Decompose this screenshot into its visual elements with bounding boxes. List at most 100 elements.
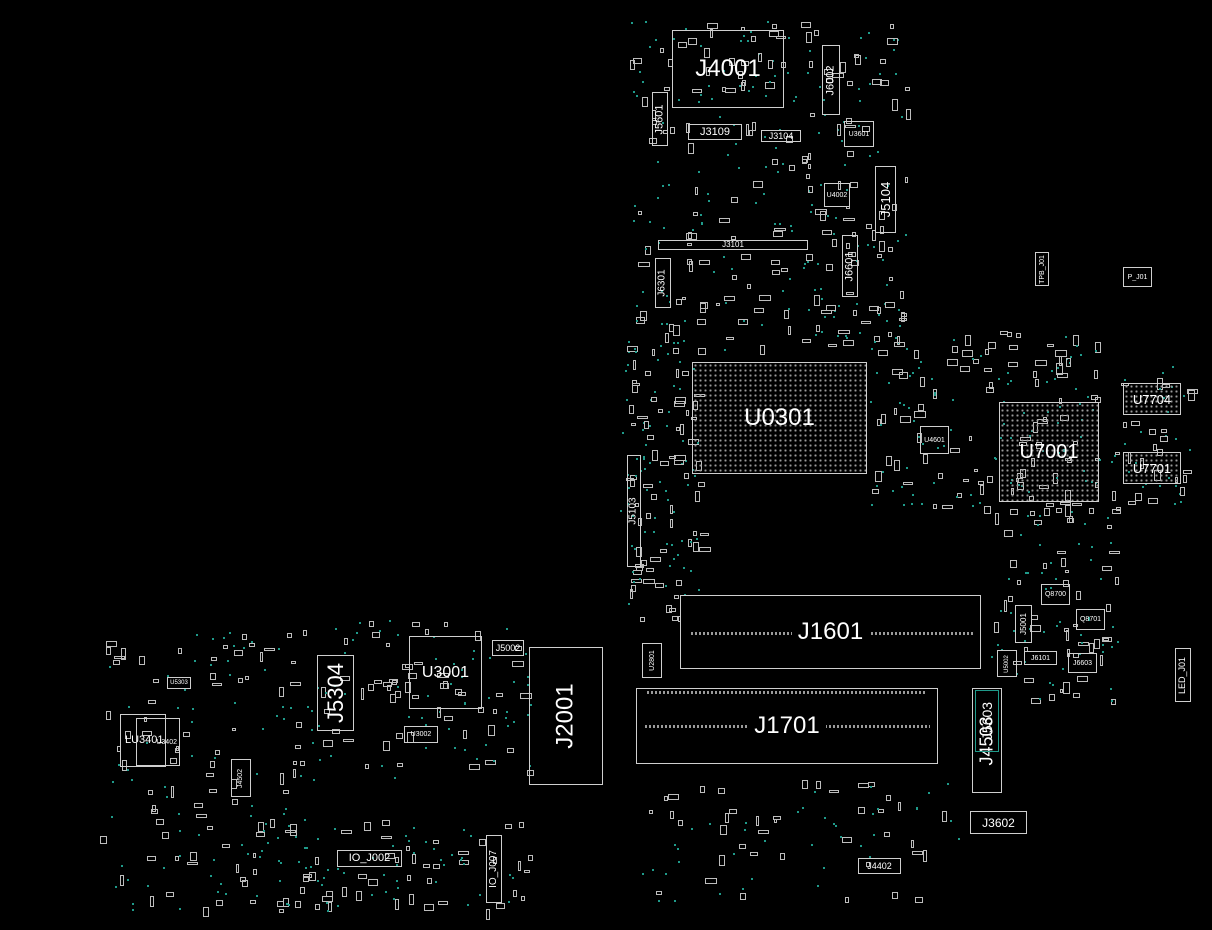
passive-pad — [644, 371, 651, 376]
component-J4402[interactable]: J4402 — [858, 858, 901, 874]
passive-pad — [423, 904, 435, 912]
passive-pad — [969, 436, 973, 441]
via — [461, 856, 464, 859]
passive-pad — [1067, 518, 1074, 523]
via — [906, 467, 909, 470]
via — [343, 693, 346, 696]
component-J3109[interactable]: J3109 — [688, 124, 742, 140]
component-U3001[interactable]: U3001 — [409, 636, 482, 709]
passive-pad — [888, 247, 894, 253]
component-J1601[interactable]: J1601 — [680, 595, 981, 669]
via — [819, 288, 822, 291]
component-U3002[interactable]: U3002 — [404, 726, 438, 743]
component-label: LED_J01 — [1177, 656, 1188, 694]
passive-pad — [718, 218, 731, 224]
component-J3101[interactable]: J3101 — [658, 240, 808, 250]
component-J5603[interactable]: J5603 — [975, 690, 999, 752]
component-J4502[interactable]: J4502 — [231, 759, 251, 797]
passive-pad — [838, 329, 851, 334]
component-TPB_J01[interactable]: TPB_J01 — [1035, 252, 1049, 286]
component-LED_J01[interactable]: LED_J01 — [1175, 648, 1191, 702]
component-LU3401[interactable]: LU3401 — [120, 714, 166, 767]
passive-pad — [221, 844, 230, 848]
passive-pad — [397, 762, 404, 768]
component-Q8700[interactable]: Q8700 — [1041, 584, 1070, 605]
via — [478, 894, 481, 897]
component-P_J01[interactable]: P_J01 — [1123, 267, 1152, 287]
component-J4001[interactable]: J4001 — [672, 30, 784, 108]
via — [325, 692, 328, 695]
via — [219, 882, 222, 885]
via — [881, 258, 884, 261]
passive-pad — [900, 312, 907, 317]
passive-pad — [917, 403, 925, 411]
component-U5303[interactable]: U5303 — [167, 677, 191, 689]
via — [649, 399, 652, 402]
component-U3402[interactable]: U3402 — [136, 718, 180, 766]
via — [644, 20, 647, 23]
component-J6603[interactable]: J6603 — [1068, 653, 1097, 673]
component-J6301[interactable]: J6301 — [655, 258, 671, 308]
via — [742, 319, 745, 322]
component-J5601[interactable]: J5601 — [652, 92, 668, 146]
component-U3601[interactable]: U3601 — [844, 121, 874, 147]
passive-pad — [880, 80, 889, 86]
passive-pad — [846, 150, 855, 157]
passive-pad — [211, 682, 222, 687]
via — [288, 904, 291, 907]
passive-pad — [893, 460, 901, 471]
component-J6601[interactable]: J6601 — [842, 235, 858, 297]
via — [707, 192, 710, 195]
passive-pad — [699, 302, 706, 314]
component-J4503[interactable]: J4503 — [972, 688, 1002, 793]
component-J6101[interactable]: J6101 — [1024, 651, 1057, 665]
component-IO_J007[interactable]: IO_J007 — [486, 835, 502, 903]
component-J5002[interactable]: J5002 — [492, 640, 524, 656]
component-J6002[interactable]: J6002 — [822, 45, 840, 115]
passive-pad — [1035, 360, 1047, 367]
passive-pad — [279, 686, 284, 697]
via — [233, 645, 236, 648]
component-J2001[interactable]: J2001 — [529, 647, 603, 785]
component-U2801[interactable]: U2801 — [642, 643, 662, 678]
passive-pad — [426, 878, 432, 885]
via — [451, 853, 454, 856]
via — [905, 348, 908, 351]
via — [1009, 611, 1012, 614]
via — [1098, 459, 1101, 462]
component-U4601[interactable]: U4601 — [920, 426, 949, 454]
component-J5104[interactable]: J5104 — [875, 166, 896, 233]
passive-pad — [956, 492, 963, 499]
component-U7001[interactable]: U7001 — [999, 402, 1099, 502]
via — [633, 548, 636, 551]
component-J5304[interactable]: J5304 — [317, 655, 354, 731]
component-U0301[interactable]: U0301 — [692, 362, 867, 474]
component-Q8701[interactable]: Q8701 — [1076, 609, 1105, 630]
component-J3602[interactable]: J3602 — [970, 811, 1027, 834]
component-U7701[interactable]: U7701 — [1123, 452, 1181, 484]
passive-pad — [899, 372, 908, 379]
component-J1701[interactable]: J1701 — [636, 688, 938, 764]
component-U4002[interactable]: U4002 — [824, 183, 850, 207]
passive-pad — [806, 174, 810, 179]
via — [1117, 640, 1120, 643]
component-J5001[interactable]: J5001 — [1015, 605, 1032, 643]
passive-pad — [994, 622, 999, 633]
component-J3104[interactable]: J3104 — [761, 130, 801, 142]
via — [1158, 485, 1161, 488]
component-IO_J002[interactable]: IO_J002 — [337, 850, 402, 867]
component-U5002[interactable]: U5002 — [997, 650, 1017, 677]
passive-pad — [877, 418, 882, 426]
via — [816, 885, 819, 888]
via — [147, 884, 150, 887]
passive-pad — [964, 335, 971, 346]
passive-pad — [182, 731, 191, 738]
component-J5103[interactable]: J5103 — [627, 455, 641, 567]
passive-pad — [630, 422, 637, 427]
component-U7704[interactable]: U7704 — [1123, 383, 1181, 415]
via — [782, 162, 785, 165]
passive-pad — [905, 109, 911, 120]
component-label: J6101 — [1030, 654, 1051, 662]
via — [1139, 430, 1142, 433]
